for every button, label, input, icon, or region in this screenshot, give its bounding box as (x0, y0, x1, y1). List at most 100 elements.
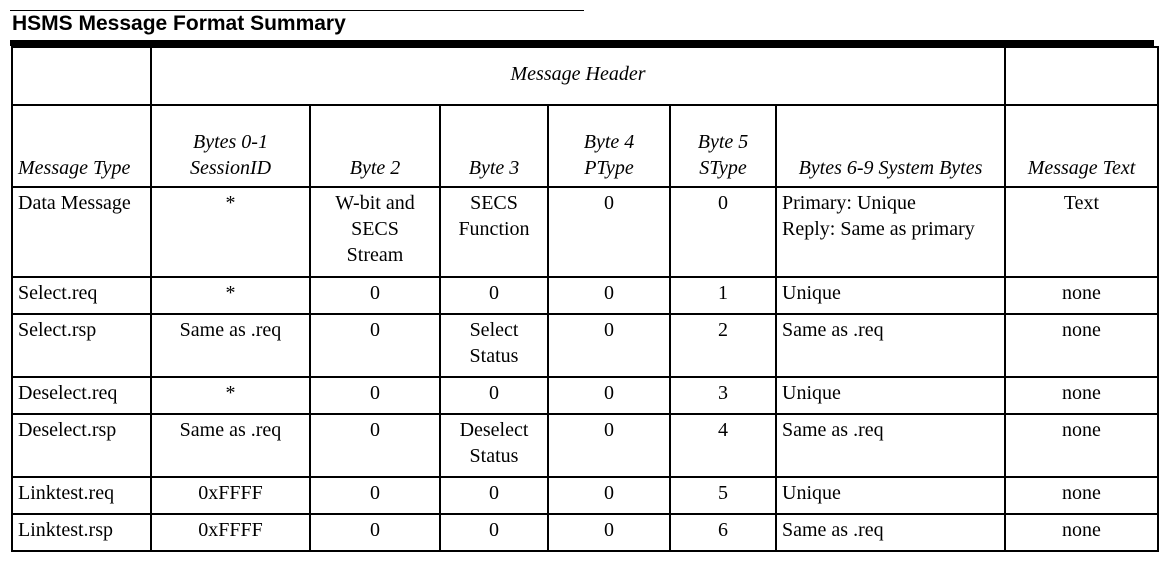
cell-byte2-line: SECS (351, 218, 399, 240)
cell-byte2-line: Stream (346, 244, 404, 266)
cell-session-id-text: 0xFFFF (198, 482, 263, 504)
cell-session-id: Same as .req (150, 313, 311, 378)
cell-system-bytes-line: Unique (782, 282, 841, 304)
cell-byte2-line: 0 (370, 419, 380, 441)
cell-message-type: Deselect.req (11, 376, 152, 415)
col-header-byte3: Byte 3 (439, 104, 549, 188)
cell-byte2: 0 (309, 476, 441, 515)
cell-byte2: 0 (309, 276, 441, 315)
cell-message-text: none (1004, 513, 1159, 552)
cell-system-bytes: Unique (775, 376, 1006, 415)
cell-byte3-line: Status (469, 345, 519, 367)
cell-message-type: Deselect.rsp (11, 413, 152, 478)
cell-byte3-line: Deselect (459, 419, 529, 441)
cell-system-bytes-line: Same as .req (782, 319, 884, 341)
cell-byte2: 0 (309, 513, 441, 552)
document-title: HSMS Message Format Summary (12, 12, 346, 35)
cell-ptype-text: 0 (604, 319, 614, 341)
cell-system-bytes: Unique (775, 476, 1006, 515)
cell-session-id-text: * (225, 192, 236, 214)
cell-stype: 4 (669, 413, 777, 478)
cell-message-type: Select.req (11, 276, 152, 315)
top-rule (10, 10, 584, 11)
cell-ptype-text: 0 (604, 482, 614, 504)
cell-message-text-text: none (1062, 282, 1101, 304)
cell-stype-text: 4 (718, 419, 728, 441)
cell-byte3-line: SECS (470, 192, 518, 214)
cell-byte2: 0 (309, 376, 441, 415)
cell-message-type-text: Data Message (18, 192, 131, 214)
cell-system-bytes-line: Reply: Same as primary (782, 218, 975, 240)
cell-ptype-text: 0 (604, 419, 614, 441)
cell-system-bytes: Same as .req (775, 413, 1006, 478)
cell-byte2: 0 (309, 413, 441, 478)
cell-system-bytes-line: Primary: Unique (782, 192, 916, 214)
cell-byte3-line: 0 (489, 382, 499, 404)
cell-message-text-text: Text (1063, 192, 1100, 214)
cell-stype-text: 1 (718, 282, 728, 304)
cell-message-text: Text (1004, 186, 1159, 278)
cell-system-bytes: Same as .req (775, 313, 1006, 378)
cell-stype: 1 (669, 276, 777, 315)
cell-stype: 2 (669, 313, 777, 378)
cell-ptype-text: 0 (604, 192, 614, 214)
cell-ptype: 0 (547, 313, 671, 378)
cell-message-text: none (1004, 276, 1159, 315)
group-header-row: Message Header (11, 46, 1159, 106)
cell-message-type: Select.rsp (11, 313, 152, 378)
cell-message-type-text: Deselect.req (18, 382, 118, 404)
cell-message-type: Data Message (11, 186, 152, 278)
cell-stype-text: 6 (718, 519, 728, 541)
cell-byte2-line: 0 (370, 319, 380, 341)
cell-message-text-text: none (1062, 319, 1101, 341)
cell-byte3: 0 (439, 513, 549, 552)
cell-message-text: none (1004, 313, 1159, 378)
cell-message-type-text: Select.req (18, 282, 98, 304)
cell-message-type-text: Select.rsp (18, 319, 97, 341)
cell-system-bytes-line: Unique (782, 482, 841, 504)
cell-byte3-line: 0 (489, 482, 499, 504)
cell-ptype: 0 (547, 513, 671, 552)
col-header-byte2: Byte 2 (309, 104, 441, 188)
cell-byte3-line: 0 (489, 282, 499, 304)
table-row: Linktest.req 0xFFFF 0 0 0 5 Unique none (11, 476, 1159, 515)
cell-ptype: 0 (547, 276, 671, 315)
cell-session-id: * (150, 186, 311, 278)
group-header-message-header: Message Header (150, 46, 1006, 106)
cell-stype-text: 2 (718, 319, 728, 341)
cell-session-id: 0xFFFF (150, 513, 311, 552)
cell-stype: 6 (669, 513, 777, 552)
col-header-message-type: Message Type (11, 104, 152, 188)
cell-message-text: none (1004, 476, 1159, 515)
cell-ptype: 0 (547, 186, 671, 278)
cell-system-bytes-line: Same as .req (782, 519, 884, 541)
cell-message-type: Linktest.req (11, 476, 152, 515)
cell-byte2-line: W-bit and (335, 192, 415, 214)
cell-session-id-text: Same as .req (179, 419, 282, 441)
cell-system-bytes-line: Same as .req (782, 419, 884, 441)
cell-session-id-text: * (225, 382, 236, 404)
cell-byte3-line: Select (469, 319, 519, 341)
cell-byte3: 0 (439, 276, 549, 315)
cell-byte2: 0 (309, 313, 441, 378)
cell-stype: 3 (669, 376, 777, 415)
cell-system-bytes-line: Unique (782, 382, 841, 404)
cell-session-id: * (150, 276, 311, 315)
cell-ptype: 0 (547, 376, 671, 415)
cell-stype-text: 5 (718, 482, 728, 504)
cell-session-id-text: Same as .req (179, 319, 282, 341)
col-header-system-bytes: Bytes 6-9 System Bytes (775, 104, 1006, 188)
cell-message-text: none (1004, 376, 1159, 415)
